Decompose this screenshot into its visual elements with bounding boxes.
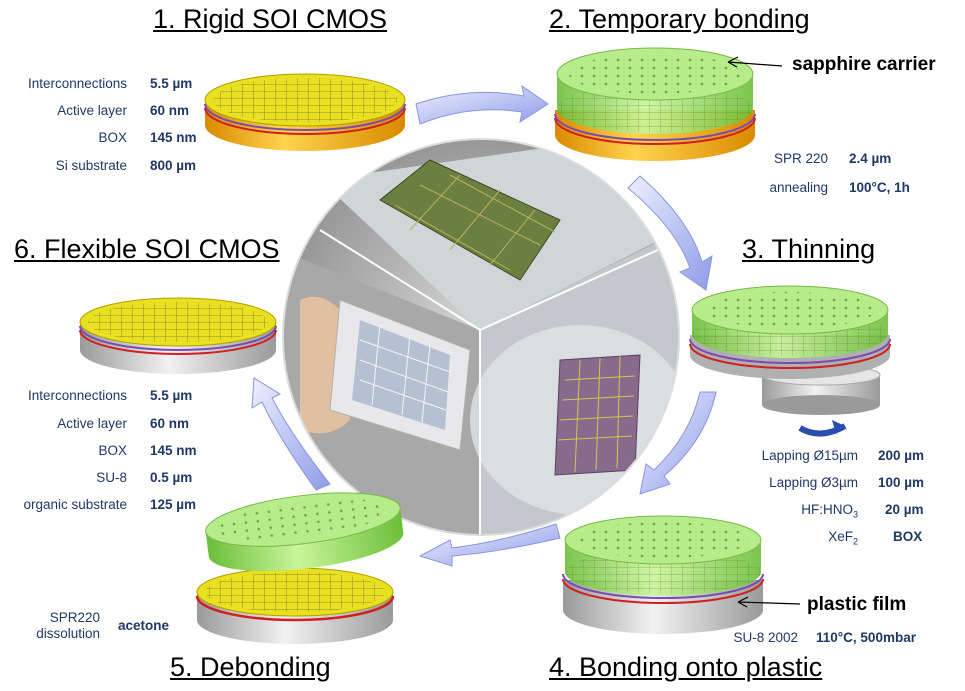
- wafer-rigid-soi: [204, 73, 406, 151]
- param-label: BOX: [98, 130, 127, 145]
- wafer-bonding-plastic: [562, 515, 801, 634]
- wafer-debonding: [195, 492, 404, 644]
- step-5-title: 5. Debonding: [170, 652, 331, 682]
- param-value: 100 µm: [878, 475, 925, 490]
- param-value: 60 nm: [150, 103, 190, 118]
- param-value: 2.4 µm: [849, 151, 892, 166]
- wafer-thinning: [689, 285, 891, 437]
- param-label: Lapping Ø3µm: [769, 475, 858, 490]
- param-label: SPR 220: [773, 151, 828, 166]
- param-label: SPR220: [49, 610, 100, 625]
- param-value: 0.5 µm: [150, 470, 193, 485]
- param-value: BOX: [893, 529, 923, 544]
- param-label: BOX: [98, 443, 127, 458]
- param-value: 100°C, 1h: [849, 180, 910, 195]
- param-label: dissolution: [36, 626, 100, 641]
- param-label: Active layer: [57, 103, 127, 118]
- param-label: Interconnections: [27, 76, 127, 91]
- arrow-5-to-6: [251, 377, 331, 491]
- step-3-title: 3. Thinning: [742, 234, 876, 264]
- param-value: 5.5 µm: [150, 388, 193, 403]
- wafer-flexible-soi: [79, 297, 277, 374]
- step-4-title: 4. Bonding onto plastic: [549, 652, 823, 682]
- param-label: Si substrate: [55, 158, 127, 173]
- plastic-film-callout: plastic film: [807, 594, 907, 615]
- param-label: SU-8 2002: [733, 630, 798, 645]
- param-label: annealing: [769, 180, 828, 195]
- step-6-title: 6. Flexible SOI CMOS: [14, 234, 280, 264]
- arrow-4-to-5: [418, 523, 561, 567]
- param-value: 20 µm: [885, 502, 924, 517]
- arrow-2-to-3: [627, 175, 713, 291]
- param-label: organic substrate: [23, 497, 127, 512]
- param-label: Active layer: [57, 416, 127, 431]
- step-1-title: 1. Rigid SOI CMOS: [153, 4, 388, 34]
- step-2-title: 2. Temporary bonding: [549, 4, 810, 34]
- wafer-temporary-bonding: [554, 47, 783, 161]
- param-label: Interconnections: [27, 388, 127, 403]
- param-value: 800 µm: [150, 158, 197, 173]
- param-value: 110°C, 500mbar: [816, 630, 916, 645]
- param-label: XeF2: [828, 529, 858, 547]
- param-value: 125 µm: [150, 497, 197, 512]
- param-value: 145 nm: [150, 443, 197, 458]
- param-value: 60 nm: [150, 416, 190, 431]
- param-label: SU-8: [96, 470, 127, 485]
- param-label: Lapping Ø15µm: [761, 448, 858, 463]
- sapphire-carrier-callout: sapphire carrier: [792, 54, 936, 75]
- arrow-1-to-2: [415, 84, 549, 125]
- param-value: acetone: [118, 618, 170, 633]
- flow-arrows: [251, 84, 717, 567]
- param-label: HF:HNO3: [801, 502, 858, 520]
- param-value: 5.5 µm: [150, 76, 193, 91]
- arrow-3-to-4: [639, 391, 717, 495]
- param-value: 145 nm: [150, 130, 197, 145]
- param-value: 200 µm: [878, 448, 925, 463]
